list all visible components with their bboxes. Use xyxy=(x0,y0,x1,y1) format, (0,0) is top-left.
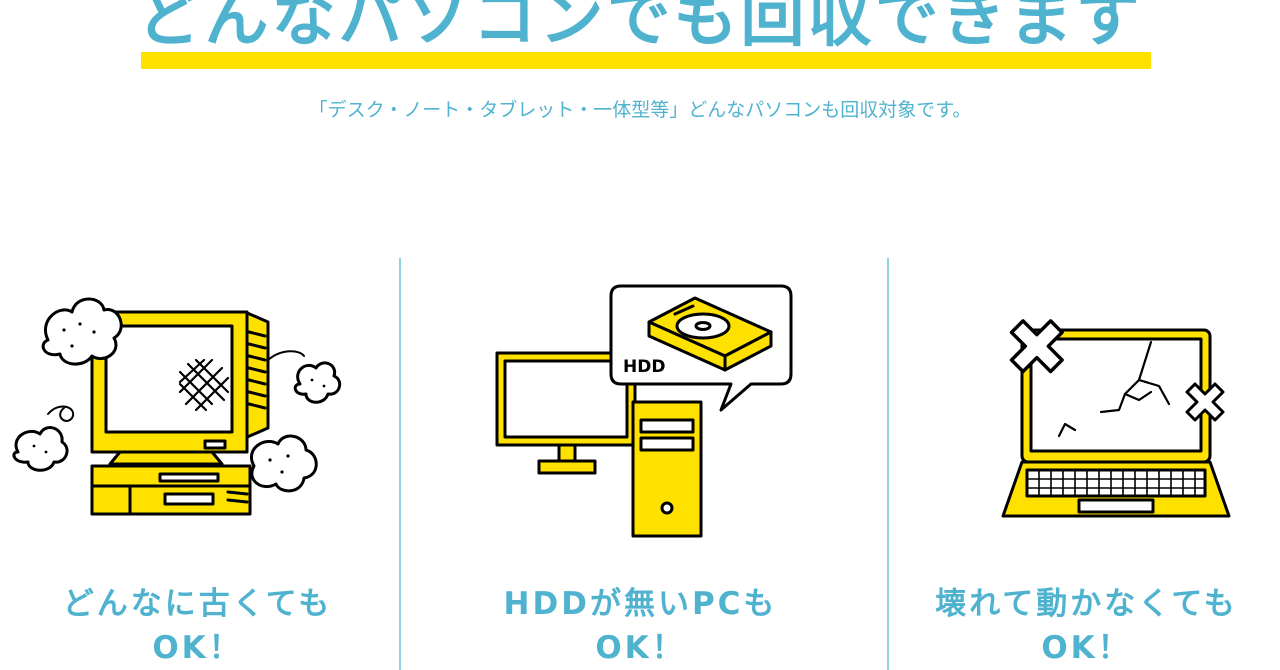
caption-line-2: OK！ xyxy=(1041,630,1132,666)
feature-caption: 壊れて動かなくても OK！ xyxy=(889,582,1280,670)
feature-no-hdd: HDD HDDが無いPCも OK！ xyxy=(443,260,838,670)
caption-line-1: HDDが無いPCも xyxy=(503,586,778,622)
feature-caption: HDDが無いPCも OK！ xyxy=(443,582,838,670)
title-highlight-bar xyxy=(141,52,1151,69)
feature-old-pc: どんなに古くても OK！ xyxy=(0,260,395,670)
old-crt-computer-icon xyxy=(12,297,342,516)
caption-line-1: 壊れて動かなくても xyxy=(935,586,1238,622)
feature-broken-pc: 壊れて動かなくても OK！ xyxy=(889,260,1280,670)
page-subtitle: 「デスク・ノート・タブレット・一体型等」どんなパソコンも回収対象です。 xyxy=(308,99,972,121)
caption-line-2: OK！ xyxy=(595,630,686,666)
caption-line-1: どんなに古くても xyxy=(62,586,333,622)
hdd-label: HDD xyxy=(623,357,665,377)
caption-line-2: OK！ xyxy=(152,630,243,666)
desktop-pc-hdd-icon: HDD xyxy=(495,284,793,538)
column-divider-2 xyxy=(887,258,889,670)
broken-laptop-icon xyxy=(1001,319,1231,518)
feature-caption: どんなに古くても OK！ xyxy=(0,582,395,670)
column-divider-1 xyxy=(399,258,401,670)
page-heading: どんなパソコンでも回収できます xyxy=(0,0,1280,72)
page-title: どんなパソコンでも回収できます xyxy=(137,0,1143,56)
